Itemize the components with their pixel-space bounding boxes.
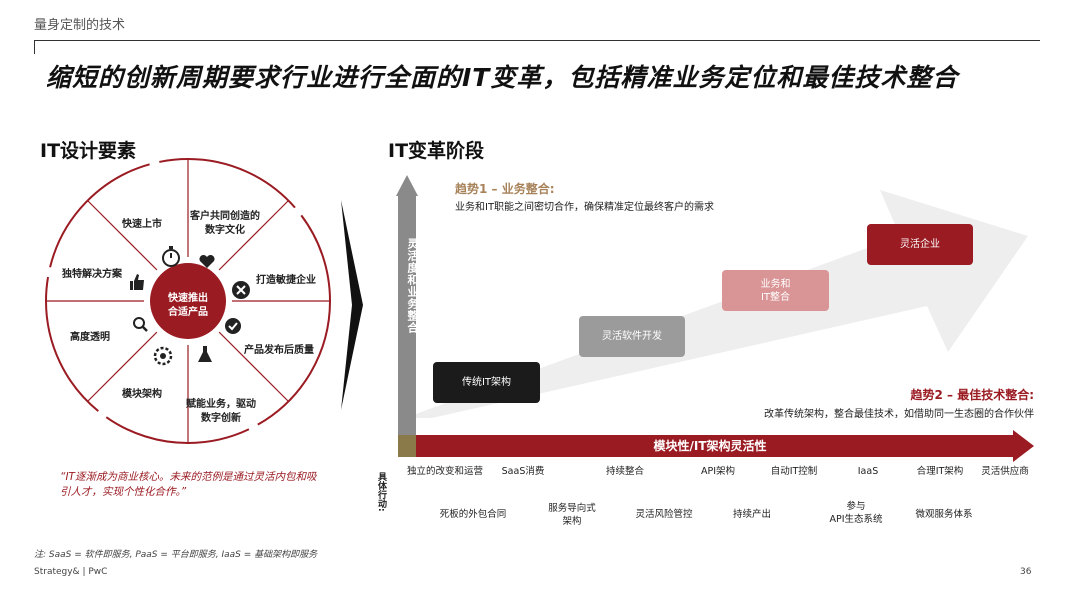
segment-enable-business: 赋能业务，驱动 数字创新 bbox=[186, 399, 256, 424]
horizontal-axis-bar bbox=[398, 435, 1013, 457]
row2-item: 服务导向式 架构 bbox=[548, 503, 596, 527]
heart-hand-icon bbox=[199, 254, 215, 268]
trend1-title: 趋势1 – 业务整合: bbox=[455, 182, 555, 196]
row2-item: 微观服务体系 bbox=[915, 509, 973, 520]
it-transformation-heading: IT变革阶段 bbox=[388, 140, 485, 162]
trend2-title: 趋势2 – 最佳技术整合: bbox=[910, 388, 1034, 402]
vertical-axis-bar bbox=[398, 196, 416, 436]
segment-high-transparency: 高度透明 bbox=[70, 332, 110, 343]
row1-item: SaaS消费 bbox=[501, 466, 545, 477]
segment-time-to-market: 快速上市 bbox=[122, 219, 162, 230]
gears-icon bbox=[153, 346, 173, 366]
segment-post-release-quality: 产品发布后质量 bbox=[244, 345, 314, 356]
row2-item: 参与 API生态系统 bbox=[829, 501, 883, 525]
magnifier-icon bbox=[133, 317, 148, 332]
separator-chevron bbox=[341, 200, 363, 410]
row1-item: 灵活供应商 bbox=[981, 466, 1029, 477]
it-design-heading: IT设计要素 bbox=[40, 140, 137, 162]
header-divider bbox=[34, 40, 1040, 41]
section-label: 量身定制的技术 bbox=[34, 18, 126, 33]
page-number: 36 bbox=[1020, 567, 1032, 577]
vertical-axis-label: 灵活度和业务整合 bbox=[406, 238, 419, 334]
design-wheel bbox=[45, 158, 331, 444]
row2-item: 持续产出 bbox=[732, 509, 771, 520]
row1-item: 独立的改变和运营 bbox=[406, 466, 483, 477]
horizontal-axis-head bbox=[1013, 430, 1034, 462]
wheel-center-label: 快速推出 合适产品 bbox=[168, 293, 208, 318]
segment-agile-enterprise: 打造敏捷企业 bbox=[256, 275, 316, 286]
row1-item: 持续整合 bbox=[605, 466, 644, 477]
row1-item: IaaS bbox=[857, 466, 879, 477]
stopwatch-icon bbox=[162, 246, 180, 267]
vertical-axis-head bbox=[396, 175, 418, 196]
stage-business-it-integration: 业务和 IT整合 bbox=[722, 270, 829, 311]
stage-traditional-it: 传统IT架构 bbox=[433, 362, 540, 403]
flask-icon bbox=[198, 346, 212, 362]
segment-digital-culture: 客户共同创造的 数字文化 bbox=[190, 211, 260, 236]
stage-agile-enterprise: 灵活企业 bbox=[867, 224, 973, 265]
page-title: 缩短的创新周期要求行业进行全面的IT变革，包括精准业务定位和最佳技术整合 bbox=[46, 63, 959, 92]
tools-icon bbox=[232, 281, 250, 299]
horizontal-axis-label: 模块性/IT架构灵活性 bbox=[653, 439, 767, 453]
segment-unique-solution: 独特解决方案 bbox=[62, 269, 122, 280]
check-badge-icon bbox=[225, 318, 241, 334]
row2-item: 灵活风险管控 bbox=[635, 509, 693, 520]
quote: “IT逐渐成为商业核心。未来的范例是通过灵活内包和吸引人才，实现个性化合作。” bbox=[60, 471, 317, 498]
trend1-description: 业务和IT职能之间密切合作，确保精准定位最终客户的需求 bbox=[455, 202, 715, 213]
segment-modular-architecture: 模块架构 bbox=[122, 389, 162, 400]
stage-agile-development: 灵活软件开发 bbox=[579, 316, 685, 357]
wheel-hub bbox=[150, 263, 226, 339]
header-divider-tick bbox=[34, 40, 35, 54]
row1-item: 自动IT控制 bbox=[770, 466, 818, 477]
thumbs-up-icon bbox=[130, 274, 144, 290]
examples-label: 具体行动: bbox=[376, 472, 386, 512]
row2-item: 死板的外包合同 bbox=[439, 509, 507, 520]
trend2-description: 改革传统架构，整合最佳技术，如借助同一生态圈的合作伙伴 bbox=[764, 409, 1034, 420]
row1-item: API架构 bbox=[700, 466, 736, 477]
footnote: 注: SaaS = 软件即服务, PaaS = 平台即服务, IaaS = 基础… bbox=[34, 550, 318, 560]
source-label: Strategy& | PwC bbox=[34, 567, 108, 577]
row1-item: 合理IT架构 bbox=[916, 466, 964, 477]
axis-corner bbox=[398, 435, 416, 457]
